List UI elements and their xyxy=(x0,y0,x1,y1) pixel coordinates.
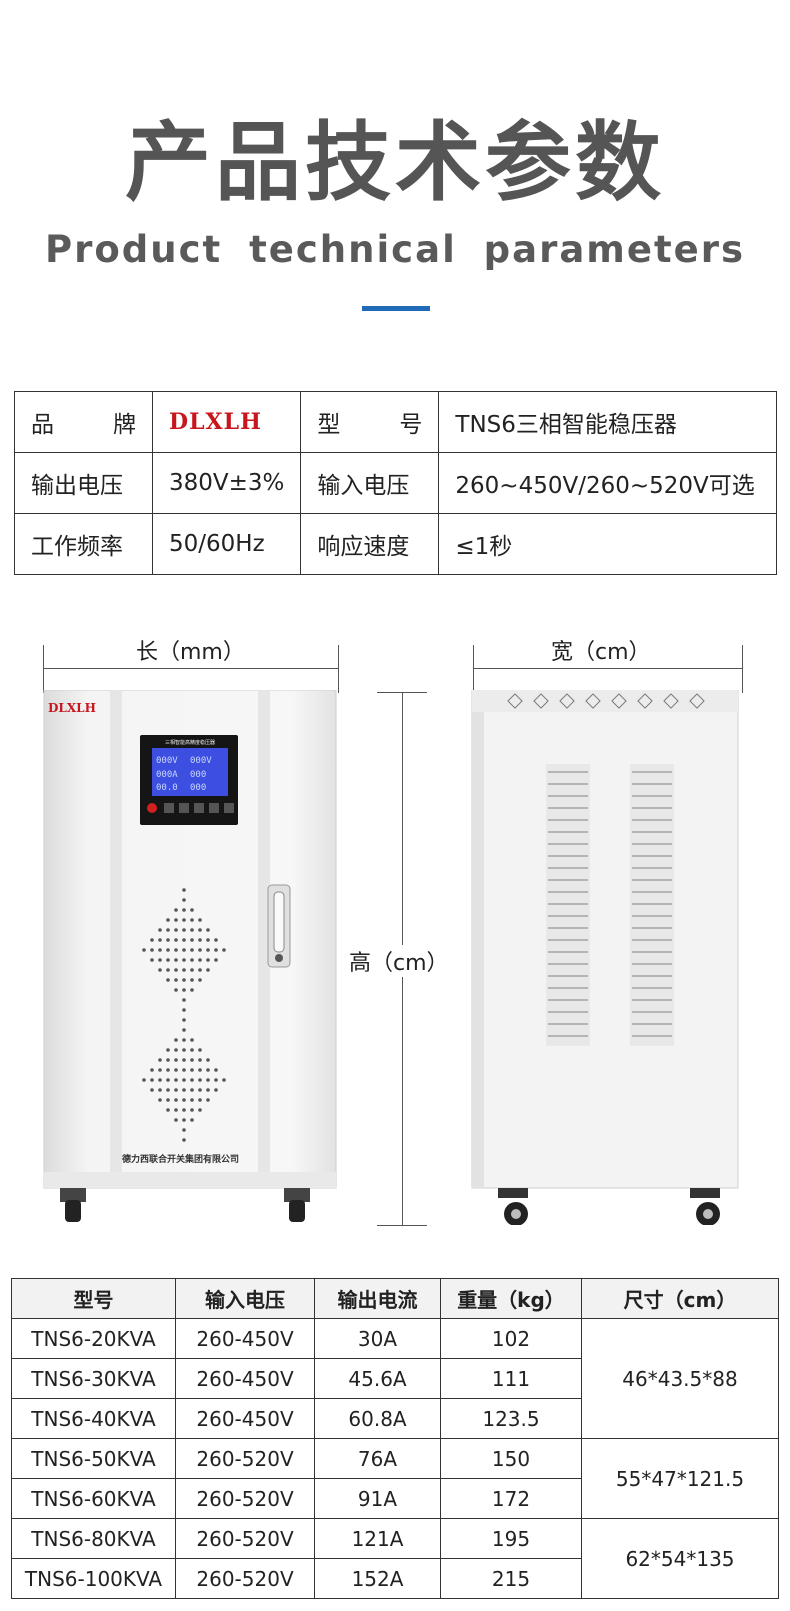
width-tick-left xyxy=(473,645,474,693)
col-header-weight: 重量（kg） xyxy=(440,1278,582,1319)
cell-model: TNS6-100KVA xyxy=(11,1558,176,1599)
brand-value-cell: DLXLH xyxy=(151,391,302,453)
table-row: TNS6-60KVA 260-520V 91A 172 xyxy=(11,1478,779,1519)
cell-model: TNS6-40KVA xyxy=(11,1398,176,1439)
cell-current: 121A xyxy=(314,1518,441,1559)
width-tick-right xyxy=(742,645,743,693)
cell-model: TNS6-50KVA xyxy=(11,1438,176,1479)
cell-weight: 111 xyxy=(440,1358,582,1399)
cell-input: 260-450V xyxy=(175,1398,315,1439)
spec-row: 工作频率 50/60Hz 响应速度 ≤1秒 xyxy=(14,513,777,575)
cabinet-side-view xyxy=(471,690,739,1225)
spec-row: 品牌 DLXLH 型号 TNS6三相智能稳压器 xyxy=(14,391,777,453)
page-subtitle: Product technical parameters xyxy=(44,228,746,271)
response-label: 响应速度 xyxy=(300,513,440,575)
length-tick-left xyxy=(43,645,44,693)
col-header-current: 输出电流 xyxy=(314,1278,441,1319)
brand-label-cell: 品牌 xyxy=(14,391,153,453)
col-header-model: 型号 xyxy=(11,1278,176,1319)
cell-current: 45.6A xyxy=(314,1358,441,1399)
col-header-size: 尺寸（cm） xyxy=(581,1278,779,1319)
table-row: TNS6-80KVA 260-520V 121A 195 62*54*135 xyxy=(11,1518,779,1599)
cell-weight: 215 xyxy=(440,1558,582,1599)
cell-input: 260-450V xyxy=(175,1318,315,1359)
cell-size: 46*43.5*88 xyxy=(581,1318,779,1439)
response-value: ≤1秒 xyxy=(438,513,777,575)
cell-input: 260-520V xyxy=(175,1558,315,1599)
cell-model: TNS6-80KVA xyxy=(11,1518,176,1559)
cell-current: 91A xyxy=(314,1478,441,1519)
cell-weight: 150 xyxy=(440,1438,582,1479)
input-voltage-label: 输入电压 xyxy=(300,452,440,514)
cell-weight: 195 xyxy=(440,1518,582,1559)
cell-weight: 172 xyxy=(440,1478,582,1519)
spec-table: 品牌 DLXLH 型号 TNS6三相智能稳压器 输出电压 380V±3% 输入电… xyxy=(14,391,777,575)
input-voltage-value: 260~450V/260~520V可选 xyxy=(438,452,777,514)
spec-row: 输出电压 380V±3% 输入电压 260~450V/260~520V可选 xyxy=(14,452,777,514)
cell-model: TNS6-30KVA xyxy=(11,1358,176,1399)
frequency-value: 50/60Hz xyxy=(151,513,302,575)
width-label: 宽（cm） xyxy=(545,634,657,666)
cell-input: 260-520V xyxy=(175,1518,315,1559)
frequency-label: 工作频率 xyxy=(14,513,153,575)
model-label-char-1: 型 xyxy=(317,412,341,438)
model-label-char-2: 号 xyxy=(399,412,423,438)
output-voltage-label: 输出电压 xyxy=(14,452,153,514)
cell-weight: 123.5 xyxy=(440,1398,582,1439)
table-row: TNS6-100KVA 260-520V 152A 215 xyxy=(11,1558,779,1599)
brand-label-char-1: 品 xyxy=(31,412,54,438)
cell-size: 62*54*135 xyxy=(581,1518,779,1599)
svg-text:000V: 000V xyxy=(156,756,178,766)
brand-logo: DLXLH xyxy=(169,409,262,435)
svg-text:000: 000 xyxy=(190,770,206,780)
company-text: 德力西联合开关集团有限公司 xyxy=(122,1153,239,1165)
title-divider xyxy=(362,306,430,311)
page-title: 产品技术参数 xyxy=(125,113,665,213)
col-header-input: 输入电压 xyxy=(175,1278,315,1319)
model-table: 型号 输入电压 输出电流 重量（kg） 尺寸（cm） TNS6-20KVA 26… xyxy=(11,1278,779,1599)
svg-text:000V: 000V xyxy=(190,756,212,766)
panel-title: 三相智能高精度稳压器 xyxy=(165,739,215,746)
output-voltage-value: 380V±3% xyxy=(151,452,302,514)
cell-model: TNS6-20KVA xyxy=(11,1318,176,1359)
cell-current: 152A xyxy=(314,1558,441,1599)
cell-weight: 102 xyxy=(440,1318,582,1359)
svg-text:000: 000 xyxy=(190,783,206,793)
width-line xyxy=(473,668,743,669)
table-row: TNS6-20KVA 260-450V 30A 102 46*43.5*88 xyxy=(11,1318,779,1439)
model-label-cell: 型号 xyxy=(300,391,440,453)
cell-current: 30A xyxy=(314,1318,441,1359)
cell-current: 60.8A xyxy=(314,1398,441,1439)
brand-label-char-2: 牌 xyxy=(113,412,136,438)
table-row: TNS6-50KVA 260-520V 76A 150 55*47*121.5 xyxy=(11,1438,779,1519)
cell-input: 260-520V xyxy=(175,1478,315,1519)
front-logo: DLXLH xyxy=(48,701,96,715)
cell-input: 260-520V xyxy=(175,1438,315,1479)
height-label: 高（cm） xyxy=(343,945,455,977)
cell-model: TNS6-60KVA xyxy=(11,1478,176,1519)
table-header-row: 型号 输入电压 输出电流 重量（kg） 尺寸（cm） xyxy=(11,1278,779,1319)
svg-text:000A: 000A xyxy=(156,770,178,780)
model-value-cell: TNS6三相智能稳压器 xyxy=(438,391,777,453)
length-tick-right xyxy=(338,645,339,693)
cell-input: 260-450V xyxy=(175,1358,315,1399)
svg-text:00.0: 00.0 xyxy=(156,783,178,793)
cabinet-front-view: DLXLH 000V 000V 000A 000 00.0 000 三相智能高精度稳压… xyxy=(43,690,337,1222)
cell-size: 55*47*121.5 xyxy=(581,1438,779,1519)
cell-current: 76A xyxy=(314,1438,441,1479)
length-line xyxy=(43,668,339,669)
length-label: 长（mm） xyxy=(130,634,251,666)
